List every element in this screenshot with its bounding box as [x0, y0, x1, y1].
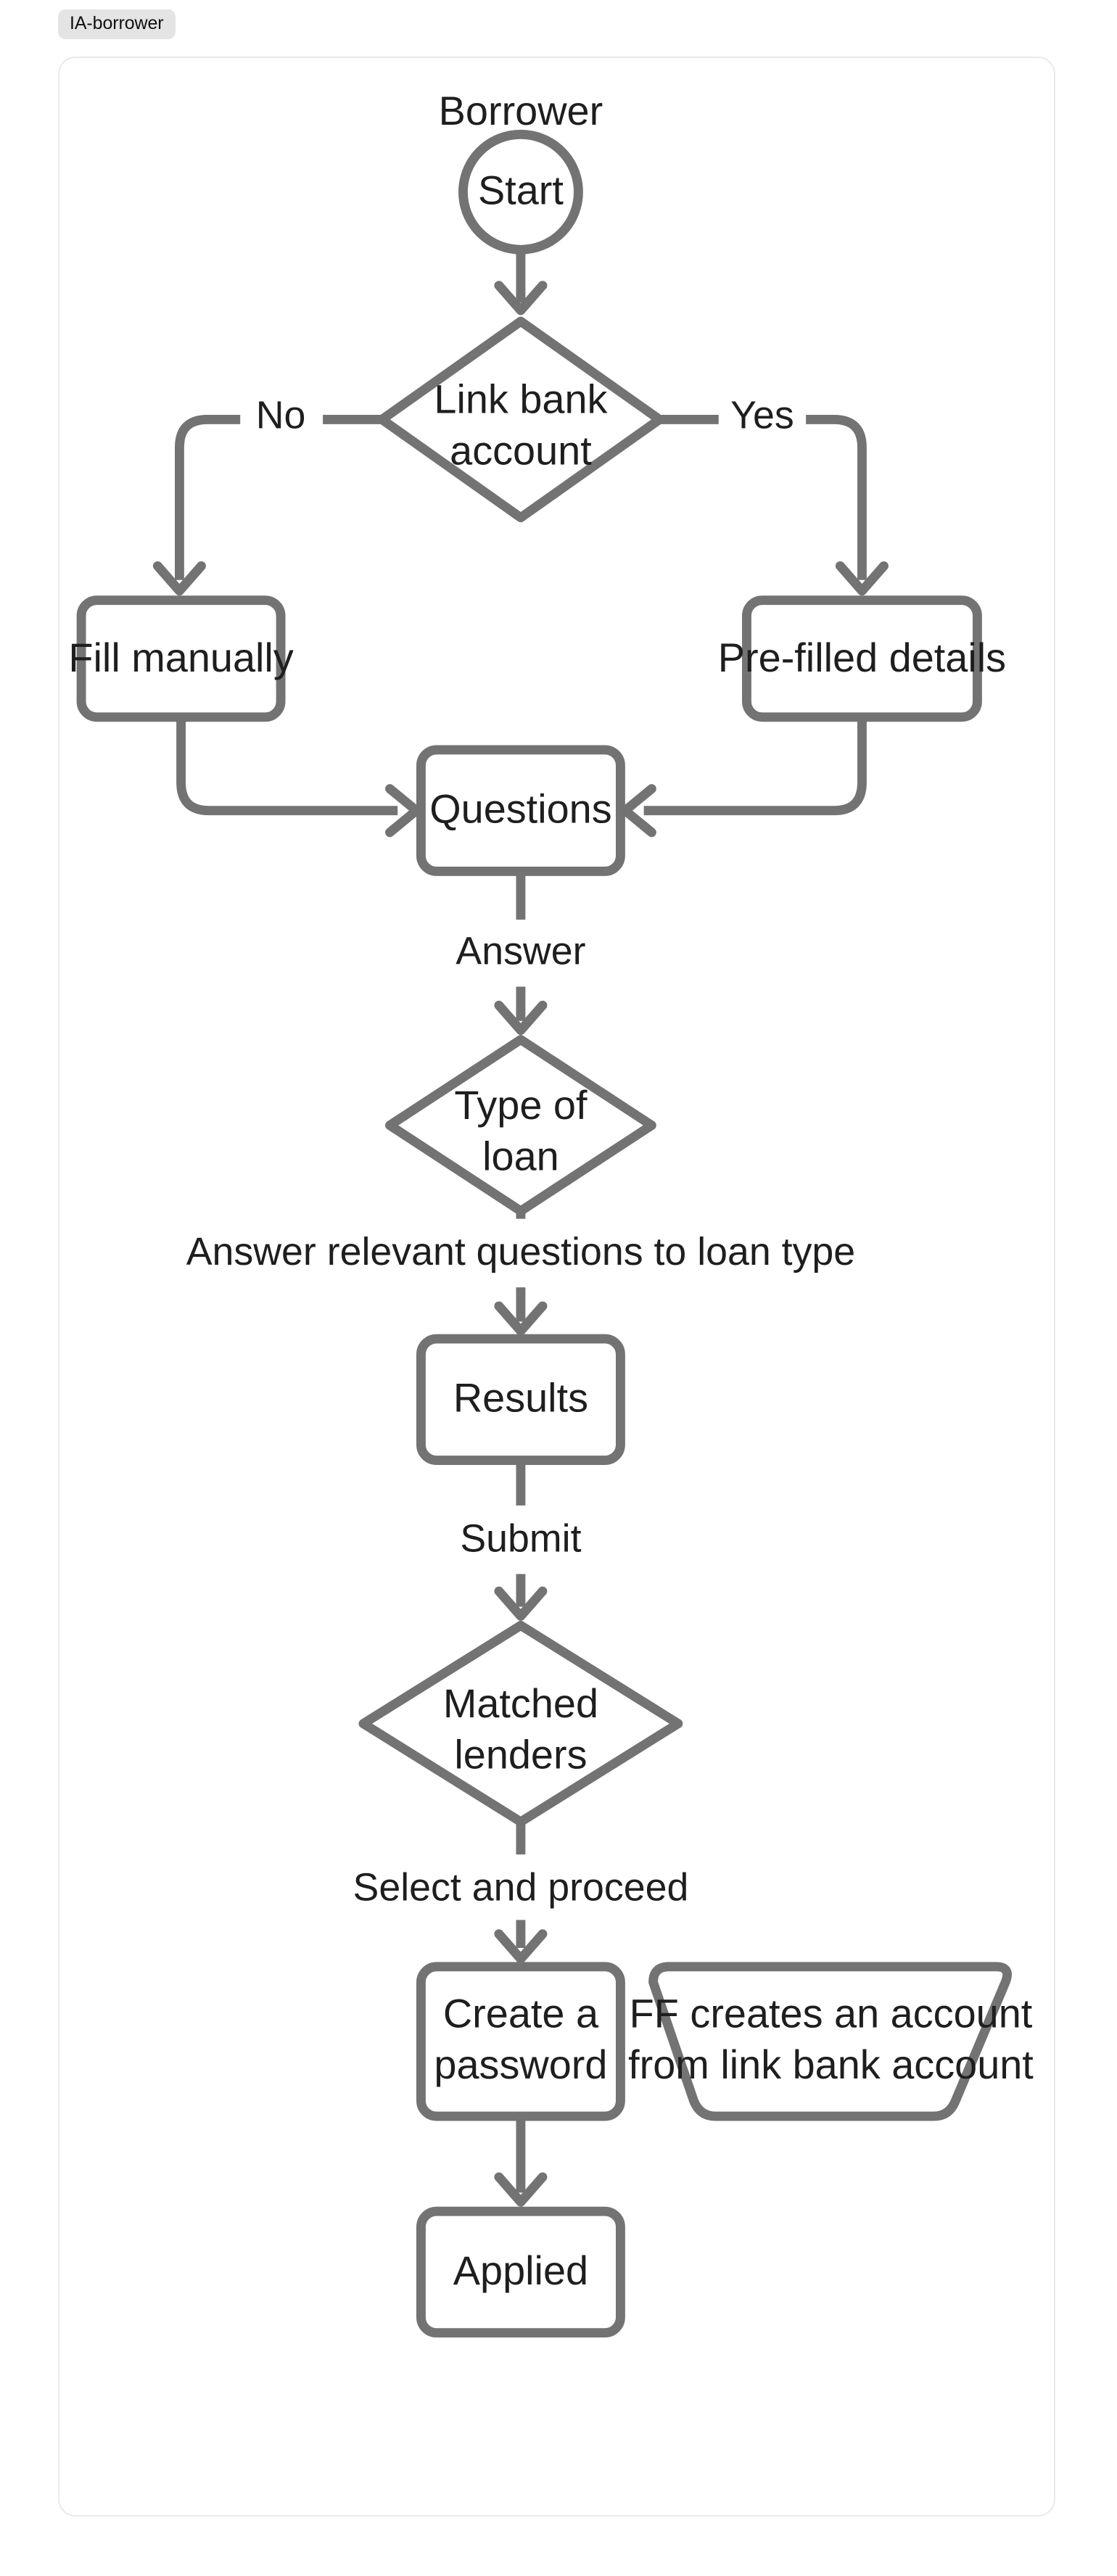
- edge-no-arrowhead: [152, 561, 206, 596]
- edge-label-submit: Submit: [460, 1517, 581, 1561]
- edge-label-answer: Answer: [456, 930, 585, 973]
- node-type-of-loan-label-line2: loan: [482, 1134, 559, 1179]
- edge-create-to-applied-arrowhead: [494, 2172, 548, 2207]
- node-link-bank-account-label-line1: Link bank: [434, 376, 607, 422]
- edge-matched-to-create-arrowhead: [494, 1929, 548, 1964]
- edge-label-select-and-proceed: Select and proceed: [353, 1866, 689, 1910]
- node-ff-creates-account[interactable]: [648, 1962, 1012, 2121]
- diagram-canvas[interactable]: Borrower Start Link bank account No Yes …: [58, 57, 1055, 2517]
- edge-label-answer-relevant: Answer relevant questions to loan type: [186, 1230, 855, 1273]
- node-matched-lenders-label-line1: Matched: [443, 1680, 598, 1726]
- edge-label-no: No: [256, 393, 306, 437]
- lane-title-borrower: Borrower: [439, 88, 603, 133]
- edge-no-route: [174, 414, 241, 580]
- flowchart-svg[interactable]: Borrower Start Link bank account No Yes …: [59, 58, 1057, 2518]
- node-create-a-password-label-line1: Create a: [443, 1990, 599, 2036]
- node-ff-creates-account-label-line2: from link bank account: [628, 2042, 1034, 2087]
- node-create-a-password-label-line2: password: [434, 2042, 607, 2087]
- node-questions-label: Questions: [429, 786, 611, 832]
- node-type-of-loan-label-line1: Type of: [454, 1082, 588, 1128]
- edge-yes-route: [806, 414, 867, 580]
- edge-yes-arrowhead: [835, 561, 889, 596]
- node-results-label: Results: [453, 1375, 588, 1421]
- edge-fill-manually-to-questions: [176, 717, 398, 816]
- node-pre-filled-details-label: Pre-filled details: [718, 635, 1006, 680]
- edge-start-to-link-bank-arrowhead: [494, 281, 548, 315]
- node-applied-label: Applied: [453, 2247, 588, 2293]
- tab-ia-borrower[interactable]: IA-borrower: [58, 9, 176, 39]
- node-link-bank-account[interactable]: [377, 316, 664, 523]
- node-ff-creates-account-label-line1: FF creates an account: [630, 1990, 1033, 2036]
- edge-type-to-results-arrowhead: [494, 1301, 548, 1336]
- edge-questions-to-type-arrowhead: [494, 1000, 548, 1036]
- node-applied[interactable]: [416, 2206, 625, 2338]
- edge-pre-filled-to-questions: [643, 717, 867, 816]
- node-matched-lenders-label-line2: lenders: [454, 1732, 587, 1778]
- node-fill-manually-label: Fill manually: [68, 635, 293, 680]
- tab-bar: IA-borrower: [58, 7, 176, 41]
- node-link-bank-account-label-line2: account: [450, 427, 592, 473]
- node-start-label: Start: [478, 168, 564, 213]
- edge-results-to-matched-arrowhead: [494, 1586, 548, 1621]
- edge-label-yes: Yes: [730, 393, 794, 437]
